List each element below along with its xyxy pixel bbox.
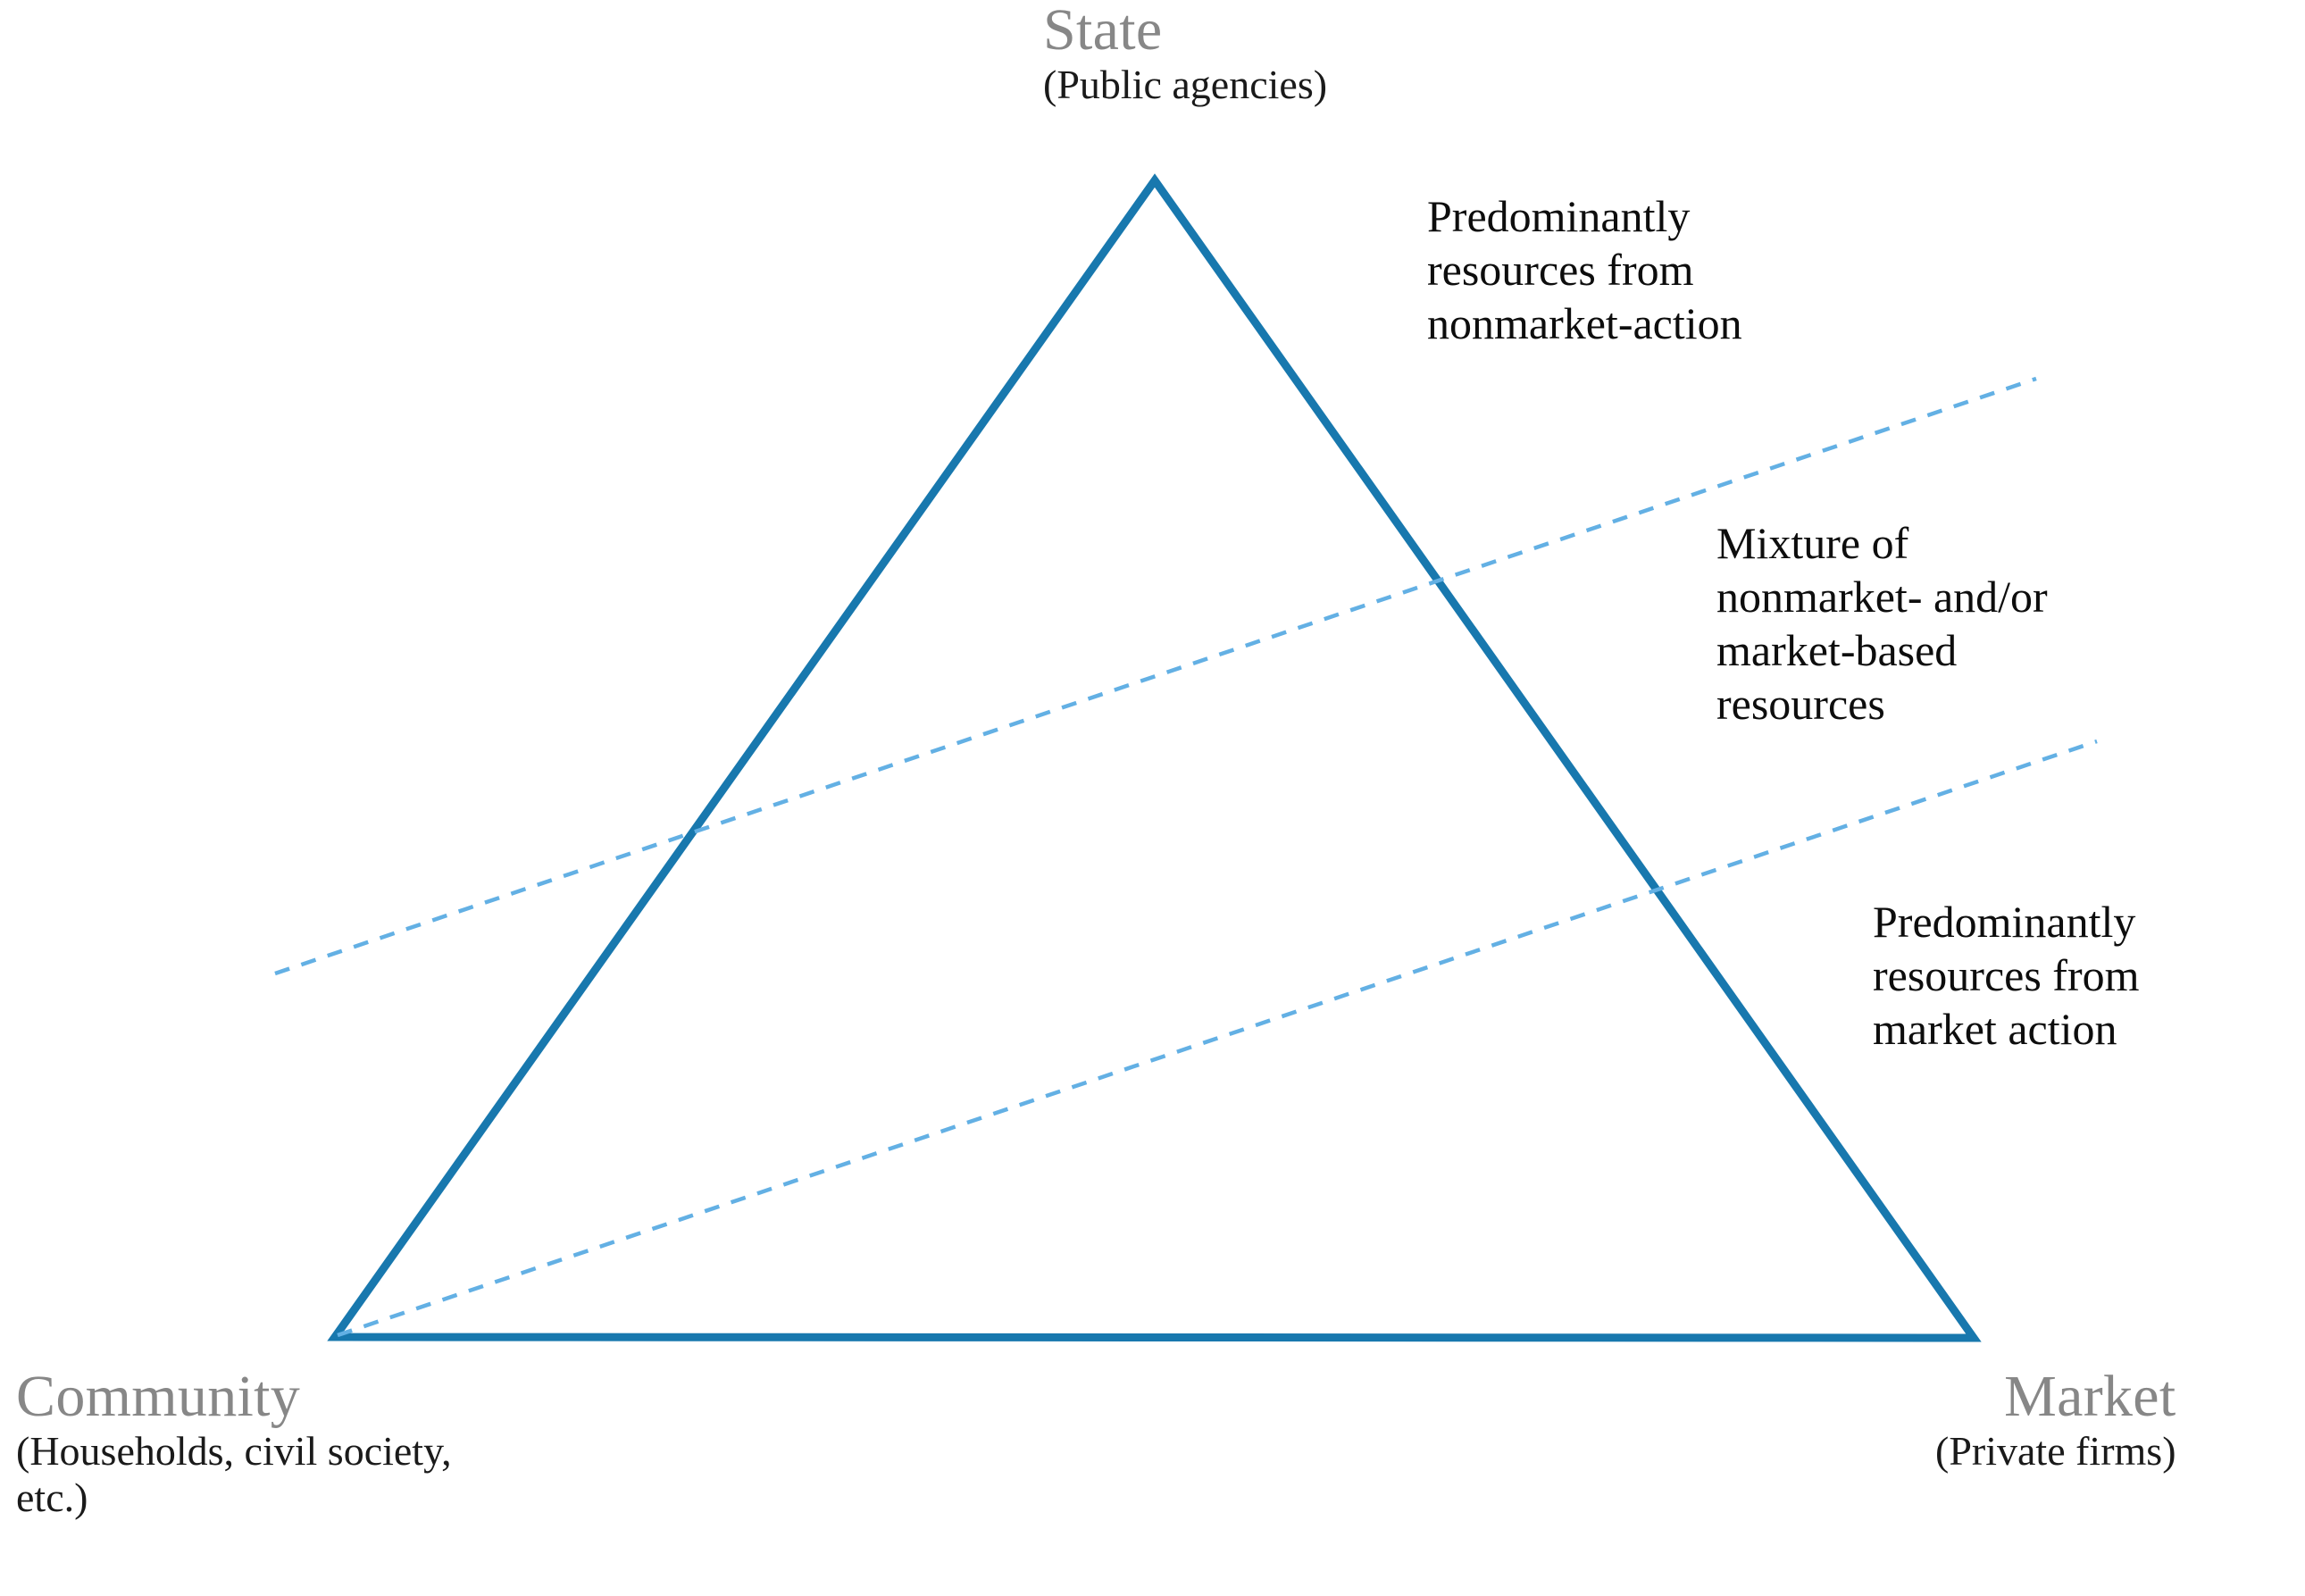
- vertex-label-community: Community (Households, civil society, et…: [16, 1365, 452, 1520]
- zone-market-line-2: resources from: [1873, 950, 2140, 1000]
- vertex-name-community: Community: [16, 1364, 301, 1429]
- zone-annotation-mixture: Mixture of nonmarket- and/or market-base…: [1716, 516, 2048, 731]
- vertex-subtitle-state: (Public agencies): [1043, 62, 1328, 108]
- zone-market-line-1: Predominantly: [1873, 897, 2136, 947]
- dashed-divider-lower: [337, 739, 2098, 1338]
- vertex-name-state: State: [1043, 0, 1163, 63]
- vertex-name-market: Market: [2004, 1364, 2176, 1429]
- zone-nonmarket-line-3: nonmarket-action: [1427, 298, 1742, 348]
- vertex-subtitle-market: (Private firms): [1935, 1428, 2176, 1475]
- vertex-label-market: Market (Private firms): [1935, 1365, 2176, 1475]
- zone-mixture-line-3: market-based: [1716, 625, 1958, 675]
- zone-nonmarket-line-1: Predominantly: [1427, 191, 1691, 241]
- vertex-subtitle-community-line-1: (Households, civil society,: [16, 1428, 452, 1475]
- triangle-outline: [327, 173, 1982, 1342]
- vertex-label-state: State (Public agencies): [1043, 0, 1327, 108]
- zone-annotation-nonmarket: Predominantly resources from nonmarket-a…: [1427, 189, 1742, 350]
- zone-nonmarket-line-2: resources from: [1427, 245, 1694, 295]
- vertex-subtitle-community-line-2: etc.): [16, 1474, 88, 1520]
- zone-mixture-line-4: resources: [1716, 679, 1885, 729]
- zone-mixture-line-2: nonmarket- and/or: [1716, 572, 2048, 622]
- zone-annotation-market-action: Predominantly resources from market acti…: [1873, 895, 2140, 1056]
- dashed-divider-upper: [274, 376, 2037, 976]
- zone-mixture-line-1: Mixture of: [1716, 518, 1909, 568]
- zone-market-line-3: market action: [1873, 1004, 2117, 1054]
